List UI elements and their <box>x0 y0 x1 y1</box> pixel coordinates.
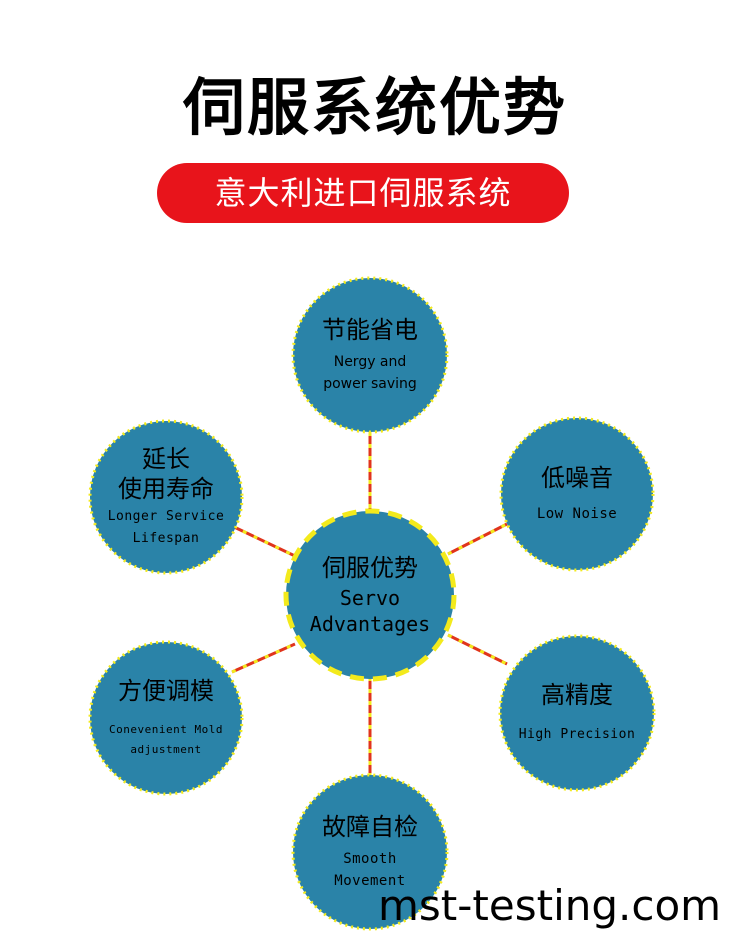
watermark: mst-testing.com <box>378 881 722 930</box>
node-top-right-zh: 低噪音 <box>541 464 613 492</box>
connector-top-right <box>447 522 508 556</box>
node-top-left-en: Longer Service Lifespan <box>107 509 225 546</box>
node-top-right: 低噪音 Low Noise <box>501 418 653 570</box>
node-bottom-left-zh: 方便调模 <box>118 677 214 705</box>
node-top-circle <box>291 276 449 434</box>
center-circle <box>283 508 457 682</box>
node-bottom: 故障自检 Smooth Movement <box>293 775 447 929</box>
page-title: 伺服系统优势 <box>182 71 567 144</box>
connector-top-left <box>231 524 296 558</box>
node-bottom-zh: 故障自检 <box>322 813 418 841</box>
node-bottom-left-circle <box>88 640 244 796</box>
node-bottom-en: Smooth Movement <box>334 851 406 889</box>
node-bottom-right: 高精度 High Precision <box>500 636 654 790</box>
node-top-left-zh: 延长 使用寿命 <box>118 445 214 503</box>
node-top-en: Nergy and power saving <box>323 354 417 392</box>
subtitle-banner: 意大利进口伺服系统 <box>157 163 569 223</box>
center-en: Servo Advantages <box>309 586 431 636</box>
node-top-right-en: Low Noise <box>536 506 618 522</box>
node-bottom-right-circle <box>498 634 656 792</box>
node-bottom-circle <box>291 773 449 931</box>
node-top-zh: 节能省电 <box>322 316 418 344</box>
node-top: 节能省电 Nergy and power saving <box>293 278 447 432</box>
connector-bottom-right <box>447 633 508 666</box>
center-zh: 伺服优势 <box>322 554 418 582</box>
node-bottom-right-en: High Precision <box>518 727 636 742</box>
node-top-left-circle <box>88 419 244 575</box>
connector-bottom-left <box>231 642 296 674</box>
node-bottom-right-zh: 高精度 <box>541 681 613 709</box>
node-top-right-circle <box>499 416 655 572</box>
node-top-left: 延长 使用寿命 Longer Service Lifespan <box>90 421 242 573</box>
node-bottom-left: 方便调模 Conevenient Mold adjustment <box>90 642 242 794</box>
node-bottom-left-en: Conevenient Mold adjustment <box>109 723 223 756</box>
node-center: 伺服优势 Servo Advantages <box>286 511 454 679</box>
